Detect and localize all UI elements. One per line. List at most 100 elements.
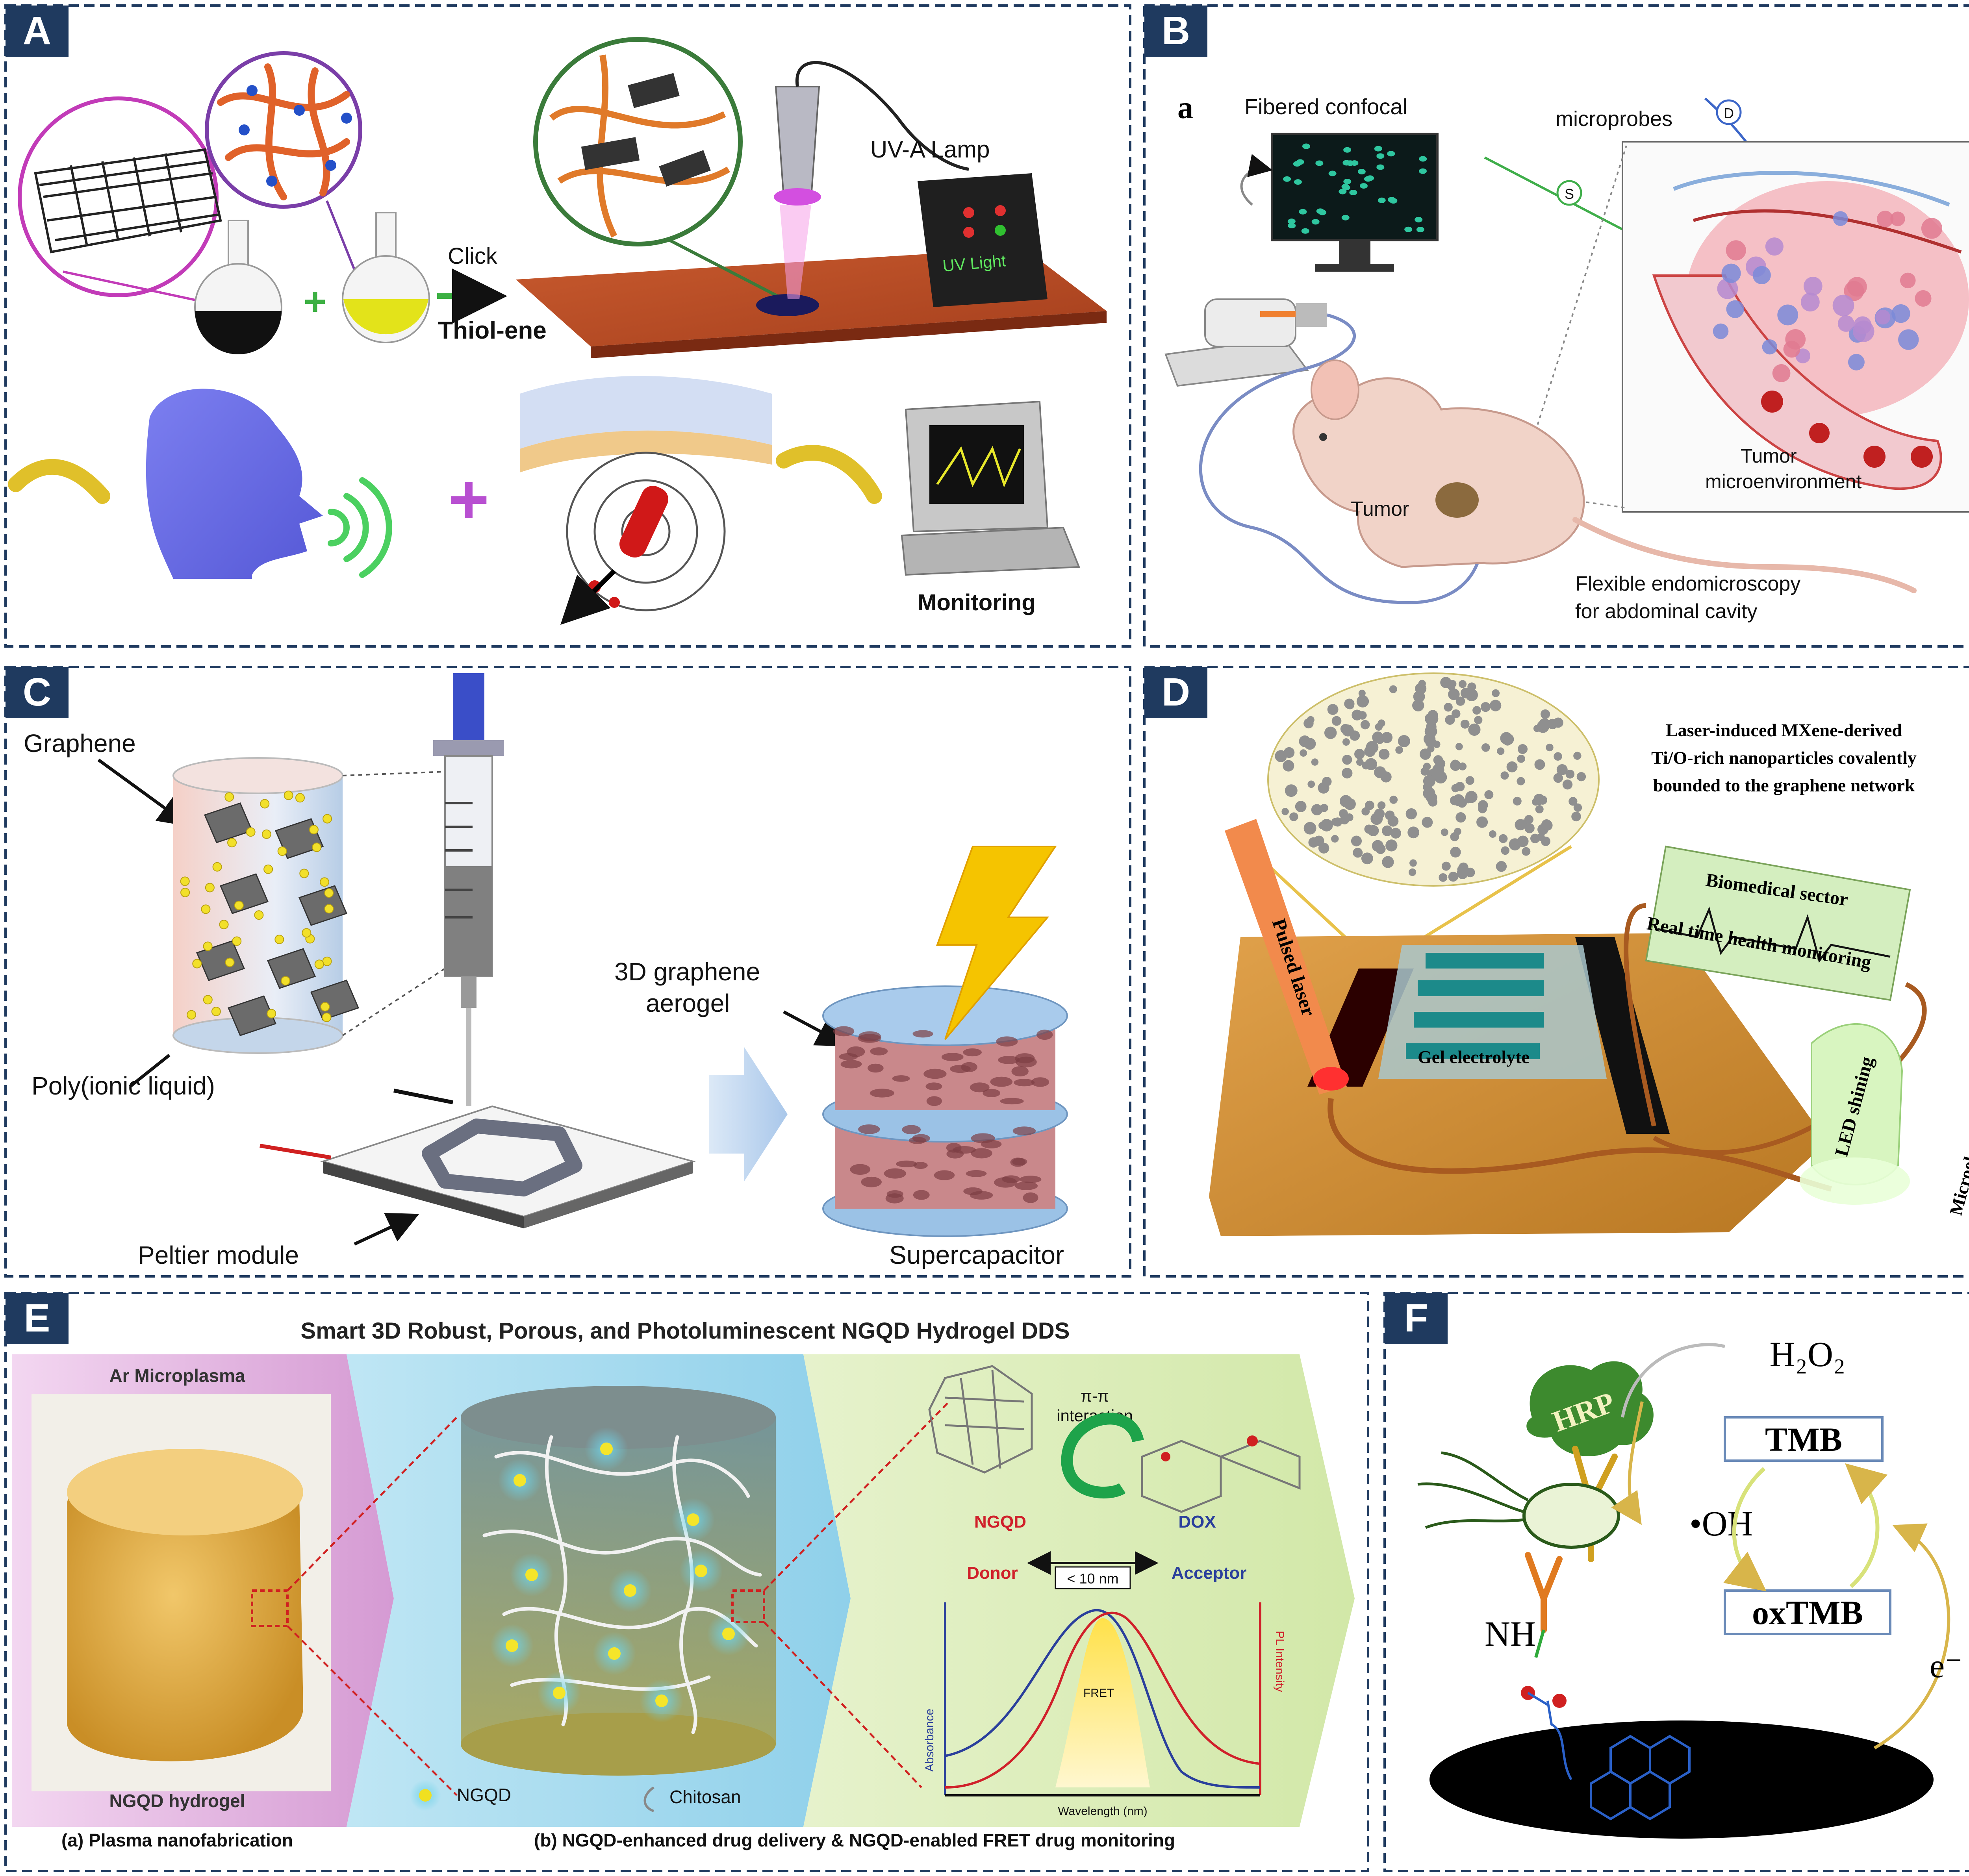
ionic-particle bbox=[323, 814, 332, 824]
mxene-particle bbox=[1467, 682, 1476, 691]
aerogel-pores bbox=[833, 1026, 1053, 1204]
panel-b-badge-text: B bbox=[1162, 9, 1190, 53]
aerogel-pore bbox=[971, 1148, 992, 1159]
confocal-cell bbox=[1287, 219, 1296, 224]
ngqd-legend-label: NGQD bbox=[457, 1785, 511, 1805]
mxene-particle bbox=[1541, 709, 1548, 717]
mxene-particle bbox=[1503, 737, 1512, 746]
fret-label: FRET bbox=[1083, 1687, 1114, 1700]
aerogel-pore bbox=[994, 1177, 1017, 1188]
aerogel-pore bbox=[833, 1026, 855, 1037]
tumor-cell bbox=[1752, 266, 1771, 284]
mxene-particle bbox=[1498, 834, 1508, 843]
confocal-cell bbox=[1316, 208, 1324, 214]
uv-lamp-icon bbox=[774, 61, 969, 206]
panel-e-badge bbox=[6, 1293, 69, 1344]
fibered-confocal-label: Fibered confocal bbox=[1244, 94, 1407, 119]
tumor-cell bbox=[1875, 309, 1891, 325]
microprobes-label: microprobes bbox=[1556, 107, 1672, 131]
uv-control-box: UV Light bbox=[918, 173, 1048, 307]
mxene-particle bbox=[1445, 715, 1455, 725]
confocal-cell bbox=[1376, 153, 1385, 159]
aerogel-arrow bbox=[783, 1010, 849, 1046]
monitoring-label: Monitoring bbox=[918, 590, 1036, 615]
aerogel-pore bbox=[963, 1048, 982, 1057]
confocal-cell bbox=[1341, 184, 1350, 190]
sample-vial bbox=[756, 294, 819, 316]
guide-line-1 bbox=[342, 771, 445, 776]
mxene-particle bbox=[1382, 856, 1394, 868]
mxene-particle bbox=[1534, 759, 1545, 770]
confocal-cell bbox=[1419, 156, 1427, 162]
mxene-particle bbox=[1423, 775, 1436, 787]
aerogel-pore bbox=[892, 1075, 910, 1082]
tumor-cell bbox=[1848, 354, 1865, 370]
ionic-particle bbox=[322, 956, 332, 966]
mxene-particle bbox=[1405, 808, 1417, 820]
confocal-cell bbox=[1301, 228, 1309, 234]
mxene-particle bbox=[1324, 726, 1337, 739]
mxene-particle bbox=[1573, 803, 1582, 812]
mxene-particle bbox=[1535, 805, 1544, 814]
mxene-particle bbox=[1450, 760, 1461, 771]
tumor-cell bbox=[1921, 218, 1943, 239]
mxene-nanoparticles bbox=[1275, 677, 1586, 882]
mxene-particle bbox=[1455, 812, 1466, 823]
black-flask-icon bbox=[194, 220, 282, 354]
aerogel-pore bbox=[941, 1053, 964, 1061]
peltier-module-icon bbox=[260, 1089, 696, 1228]
confocal-monitor-icon bbox=[1271, 133, 1439, 272]
fret-spectrum-plot bbox=[944, 1602, 1261, 1796]
mxene-particle bbox=[1356, 695, 1369, 707]
aerogel-pore bbox=[1036, 1030, 1053, 1040]
ionic-particle bbox=[274, 935, 284, 944]
mxene-particle bbox=[1351, 835, 1362, 846]
mxene-particle bbox=[1361, 852, 1373, 865]
stage-c-background bbox=[803, 1354, 1355, 1827]
ionic-particle bbox=[263, 864, 273, 874]
chitosan-legend-icon bbox=[643, 1786, 654, 1812]
mxene-particle bbox=[1472, 706, 1481, 715]
peltier-arrow bbox=[354, 1213, 419, 1246]
ionic-particle bbox=[281, 976, 291, 986]
mxene-particle bbox=[1425, 737, 1436, 748]
mxene-particle bbox=[1380, 771, 1392, 783]
mxene-particle bbox=[1478, 804, 1487, 813]
confocal-cell bbox=[1404, 226, 1413, 232]
confocal-cell bbox=[1376, 164, 1385, 170]
tumor-cell bbox=[1762, 339, 1778, 355]
ionic-particle bbox=[180, 887, 190, 897]
ionic-particle bbox=[225, 957, 235, 967]
ngqd-molecule-icon bbox=[928, 1365, 1033, 1474]
panel-b-badge bbox=[1144, 6, 1207, 57]
ionic-particle bbox=[295, 793, 305, 803]
mxene-particle bbox=[1541, 836, 1551, 846]
confocal-cell bbox=[1343, 147, 1352, 153]
mxene-particle bbox=[1569, 797, 1578, 806]
panel-f-badge-text: F bbox=[1404, 1296, 1428, 1340]
confocal-cell-dots bbox=[1283, 143, 1427, 234]
panel-e-badge-text: E bbox=[24, 1296, 50, 1340]
ionic-particle bbox=[203, 941, 213, 951]
panel-f-badge bbox=[1385, 1293, 1448, 1344]
wavelength-axis-label: Wavelength (nm) bbox=[1058, 1805, 1147, 1818]
aerogel-pore bbox=[925, 1082, 942, 1091]
mxene-particle bbox=[1354, 748, 1365, 759]
mxene-particle bbox=[1448, 688, 1460, 700]
dox-molecule-label: DOX bbox=[1178, 1512, 1216, 1532]
mxene-particle bbox=[1327, 704, 1339, 715]
confocal-cell bbox=[1416, 227, 1424, 233]
mxene-particle bbox=[1289, 812, 1298, 821]
biomedical-card-icon bbox=[1645, 845, 1911, 1001]
zoom-line-e3 bbox=[763, 1401, 950, 1591]
panel-b: B a Fibered confocal microprobes S D bbox=[1143, 4, 1969, 648]
ngqd-dot bbox=[722, 1628, 735, 1640]
mxene-particle bbox=[1450, 846, 1461, 858]
mxene-particle bbox=[1501, 846, 1510, 855]
mxene-particle bbox=[1389, 685, 1397, 693]
mxene-particle bbox=[1352, 709, 1363, 720]
mxene-particle bbox=[1465, 689, 1478, 702]
human-head-icon bbox=[146, 389, 323, 579]
flow-arrow-1 bbox=[8, 459, 110, 504]
mxene-particle bbox=[1455, 696, 1465, 706]
